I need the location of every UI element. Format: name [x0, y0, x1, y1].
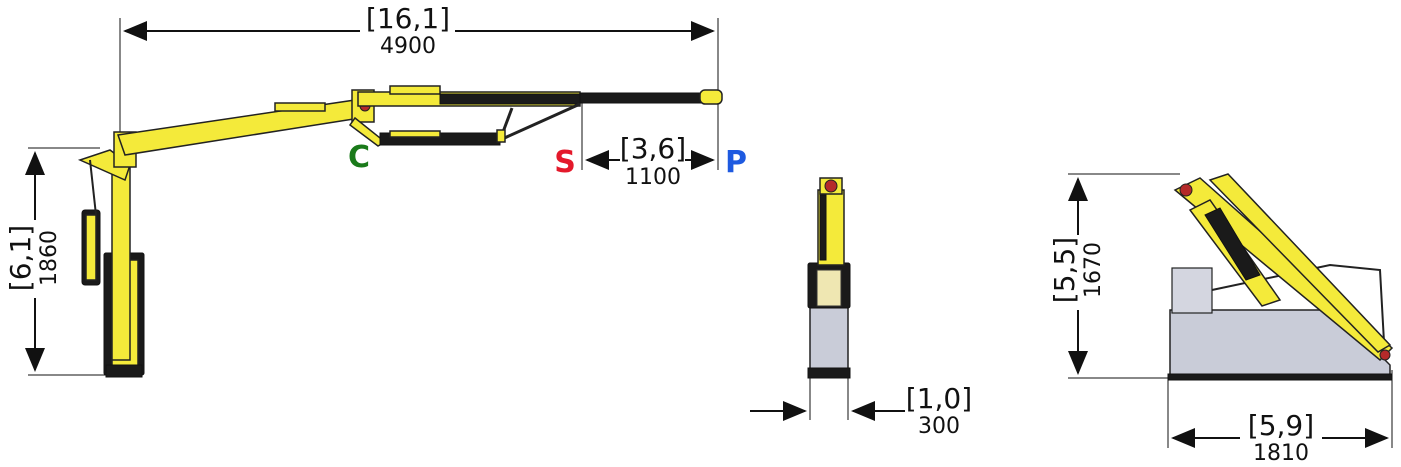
extension-inches: [3,6]	[620, 132, 686, 165]
side-height-inches: [5,5]	[1048, 237, 1081, 303]
crane-front-view: [1,0] 300	[750, 177, 972, 439]
crane-extended-view	[77, 85, 723, 378]
point-p-label: P	[725, 145, 747, 180]
overall-length-inches: [16,1]	[366, 2, 450, 35]
front-width-mm: 300	[918, 414, 960, 439]
extension-dimension: [3,6] 1100	[581, 95, 719, 190]
folded-height-dimension: [6,1] 1860	[4, 147, 110, 376]
side-height-mm: 1670	[1081, 242, 1106, 298]
folded-height-mm: 1860	[37, 230, 62, 286]
front-width-inches: [1,0]	[906, 382, 972, 415]
overall-length-dimension: [16,1] 4900	[119, 2, 719, 135]
side-length-mm: 1810	[1253, 441, 1309, 466]
crane-side-view: [5,5] 1670 [5,9] 1810	[1048, 173, 1394, 466]
point-c-label: C	[348, 140, 370, 175]
overall-length-mm: 4900	[380, 34, 436, 59]
extension-mm: 1100	[625, 165, 681, 190]
point-s-label: S	[554, 145, 576, 180]
side-length-inches: [5,9]	[1248, 409, 1314, 442]
folded-height-inches: [6,1]	[4, 225, 37, 291]
